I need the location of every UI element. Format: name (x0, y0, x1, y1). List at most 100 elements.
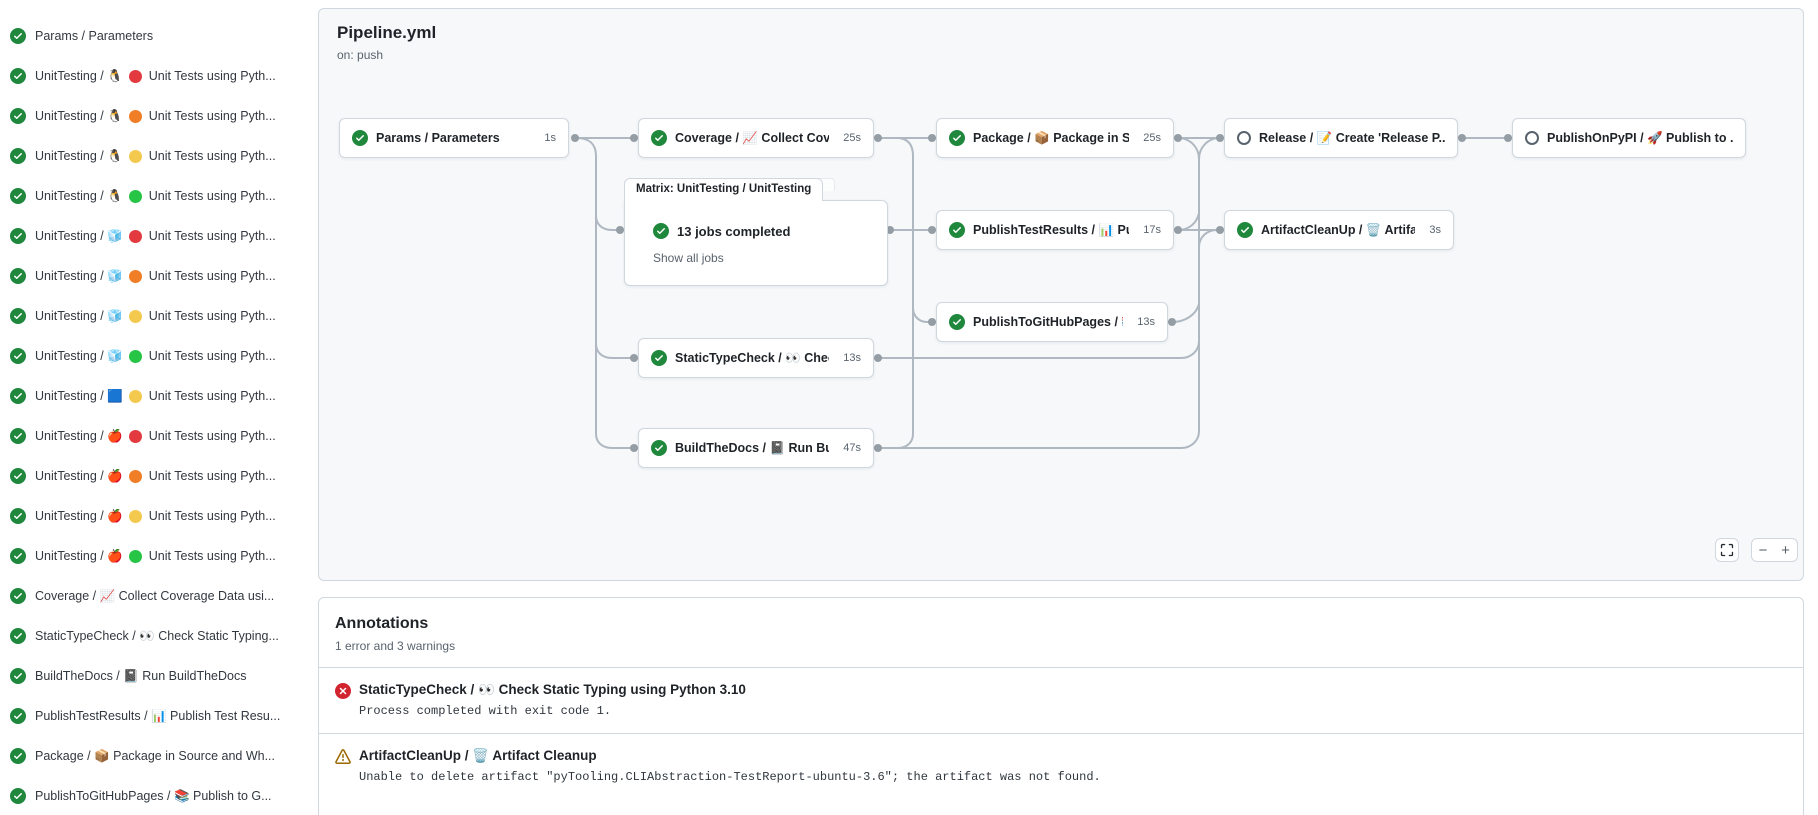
show-all-jobs-link[interactable]: Show all jobs (653, 251, 724, 265)
node-coverage[interactable]: Coverage / 📈 Collect Cove... 25s (638, 118, 874, 158)
sidebar-job-label: UnitTesting / 🟦 Unit Tests using Pyth... (35, 388, 276, 404)
sidebar-job-label: BuildTheDocs / 📓 Run BuildTheDocs (35, 668, 247, 683)
node-params[interactable]: Params / Parameters 1s (339, 118, 569, 158)
annotation-message: Unable to delete artifact "pyTooling.CLI… (359, 770, 1101, 784)
sidebar-job-item[interactable]: UnitTesting / 🧊 Unit Tests using Pyth... (10, 336, 310, 376)
node-label: Package / 📦 Package in So... (973, 130, 1130, 145)
sidebar-job-item[interactable]: StaticTypeCheck / 👀 Check Static Typing.… (10, 616, 310, 656)
workflow-trigger: on: push (337, 48, 384, 62)
node-publishonpypi[interactable]: PublishOnPyPI / 🚀 Publish to ... (1512, 118, 1746, 158)
sidebar-job-label: Coverage / 📈 Collect Coverage Data usi..… (35, 588, 275, 603)
sidebar-job-label: UnitTesting / 🍎 Unit Tests using Pyth... (35, 508, 276, 524)
sidebar-job-label: UnitTesting / 🐧 Unit Tests using Pyth... (35, 188, 276, 204)
check-circle-icon (10, 748, 26, 764)
matrix-status: 13 jobs completed (653, 223, 790, 239)
annotations-title: Annotations (335, 615, 429, 632)
python-version-dot (129, 149, 143, 163)
annotations-header: Annotations 1 error and 3 warnings (319, 598, 1803, 667)
sidebar-job-item[interactable]: Coverage / 📈 Collect Coverage Data usi..… (10, 576, 310, 616)
node-duration: 13s (1137, 316, 1155, 328)
check-circle-icon (10, 668, 26, 684)
node-publishtestresults[interactable]: PublishTestResults / 📊 Pu... 17s (936, 210, 1174, 250)
node-label: StaticTypeCheck / 👀 Chec... (675, 350, 830, 365)
sidebar-job-item[interactable]: UnitTesting / 🟦 Unit Tests using Pyth... (10, 376, 310, 416)
graph-edges (571, 134, 1512, 452)
pipeline-graph-panel: Pipeline.yml on: push Params / Parameter… (318, 8, 1804, 581)
python-version-dot (129, 389, 143, 403)
python-version-dot (129, 429, 143, 443)
sidebar-job-item[interactable]: UnitTesting / 🐧 Unit Tests using Pyth... (10, 96, 310, 136)
node-duration: 13s (843, 352, 861, 364)
check-circle-icon (10, 68, 26, 84)
graph-header: Pipeline.yml on: push (337, 23, 436, 62)
check-circle-icon (10, 268, 26, 284)
node-buildthedocs[interactable]: BuildTheDocs / 📓 Run Buil... 47s (638, 428, 874, 468)
node-package[interactable]: Package / 📦 Package in So... 25s (936, 118, 1174, 158)
annotations-summary: 1 error and 3 warnings (335, 639, 456, 653)
node-release[interactable]: Release / 📝 Create 'Release P... (1224, 118, 1458, 158)
zoom-out-button[interactable]: − (1751, 538, 1775, 562)
pending-circle-icon (1525, 131, 1539, 145)
sidebar-job-item[interactable]: UnitTesting / 🍎 Unit Tests using Pyth... (10, 496, 310, 536)
check-circle-icon (10, 788, 26, 804)
python-version-dot (129, 229, 143, 243)
zoom-in-button[interactable]: + (1774, 538, 1798, 562)
sidebar-job-label: Package / 📦 Package in Source and Wh... (35, 748, 275, 763)
check-circle-icon (10, 468, 26, 484)
annotations-panel: Annotations 1 error and 3 warnings Stati… (318, 597, 1804, 815)
check-circle-icon (10, 188, 26, 204)
sidebar-job-item[interactable]: UnitTesting / 🍎 Unit Tests using Pyth... (10, 536, 310, 576)
node-label: ArtifactCleanUp / 🗑️ Artifac... (1261, 222, 1416, 237)
sidebar-job-label: UnitTesting / 🍎 Unit Tests using Pyth... (35, 428, 276, 444)
sidebar-job-item[interactable]: PublishToGitHubPages / 📚 Publish to G... (10, 776, 310, 815)
node-label: Params / Parameters (376, 131, 500, 145)
node-label: Release / 📝 Create 'Release P... (1259, 130, 1445, 145)
python-version-dot (129, 269, 143, 283)
node-label: BuildTheDocs / 📓 Run Buil... (675, 440, 830, 455)
python-version-dot (129, 109, 143, 123)
sidebar-job-label: UnitTesting / 🐧 Unit Tests using Pyth... (35, 68, 276, 84)
matrix-tab[interactable]: Matrix: UnitTesting / UnitTesting (624, 178, 824, 201)
annotation-error-item[interactable]: StaticTypeCheck / 👀 Check Static Typing … (319, 667, 1803, 733)
check-circle-icon (10, 588, 26, 604)
node-label: Coverage / 📈 Collect Cove... (675, 130, 830, 145)
node-publishtogithubpages[interactable]: PublishToGitHubPages / 📚 ... 13s (936, 302, 1168, 342)
sidebar-job-item[interactable]: UnitTesting / 🧊 Unit Tests using Pyth... (10, 256, 310, 296)
sidebar-job-item[interactable]: UnitTesting / 🐧 Unit Tests using Pyth... (10, 56, 310, 96)
sidebar-job-item[interactable]: UnitTesting / 🐧 Unit Tests using Pyth... (10, 176, 310, 216)
sidebar-job-label: Params / Parameters (35, 29, 154, 43)
sidebar-job-item[interactable]: BuildTheDocs / 📓 Run BuildTheDocs (10, 656, 310, 696)
annotation-warning-item[interactable]: ArtifactCleanUp / 🗑️ Artifact Cleanup Un… (319, 733, 1803, 799)
check-circle-icon (10, 628, 26, 644)
check-circle-icon (10, 508, 26, 524)
fullscreen-button[interactable] (1715, 538, 1739, 562)
check-circle-icon (10, 428, 26, 444)
sidebar-job-item[interactable]: UnitTesting / 🍎 Unit Tests using Pyth... (10, 456, 310, 496)
sidebar-job-item[interactable]: UnitTesting / 🧊 Unit Tests using Pyth... (10, 216, 310, 256)
sidebar-job-item[interactable]: Package / 📦 Package in Source and Wh... (10, 736, 310, 776)
sidebar-job-item[interactable]: UnitTesting / 🍎 Unit Tests using Pyth... (10, 416, 310, 456)
sidebar-job-label: PublishTestResults / 📊 Publish Test Resu… (35, 708, 281, 723)
node-label: PublishTestResults / 📊 Pu... (973, 222, 1130, 237)
node-statictypecheck[interactable]: StaticTypeCheck / 👀 Chec... 13s (638, 338, 874, 378)
check-circle-icon (1237, 222, 1253, 238)
check-circle-icon (10, 708, 26, 724)
check-circle-icon (10, 28, 26, 44)
node-duration: 17s (1143, 224, 1161, 236)
check-circle-icon (10, 308, 26, 324)
node-artifactcleanup[interactable]: ArtifactCleanUp / 🗑️ Artifac... 3s (1224, 210, 1454, 250)
sidebar-job-item[interactable]: Params / Parameters (10, 16, 310, 56)
sidebar-job-label: UnitTesting / 🐧 Unit Tests using Pyth... (35, 148, 276, 164)
check-circle-icon (10, 388, 26, 404)
node-duration: 25s (1143, 132, 1161, 144)
workflow-file-title: Pipeline.yml (337, 23, 437, 42)
check-circle-icon (352, 130, 368, 146)
warning-triangle-icon (335, 749, 351, 765)
sidebar-job-item[interactable]: UnitTesting / 🐧 Unit Tests using Pyth... (10, 136, 310, 176)
matrix-unittesting-box[interactable]: 13 jobs completed Show all jobs (624, 200, 888, 286)
sidebar-job-item[interactable]: PublishTestResults / 📊 Publish Test Resu… (10, 696, 310, 736)
sidebar-job-item[interactable]: UnitTesting / 🧊 Unit Tests using Pyth... (10, 296, 310, 336)
sidebar-job-label: PublishToGitHubPages / 📚 Publish to G... (35, 788, 272, 803)
